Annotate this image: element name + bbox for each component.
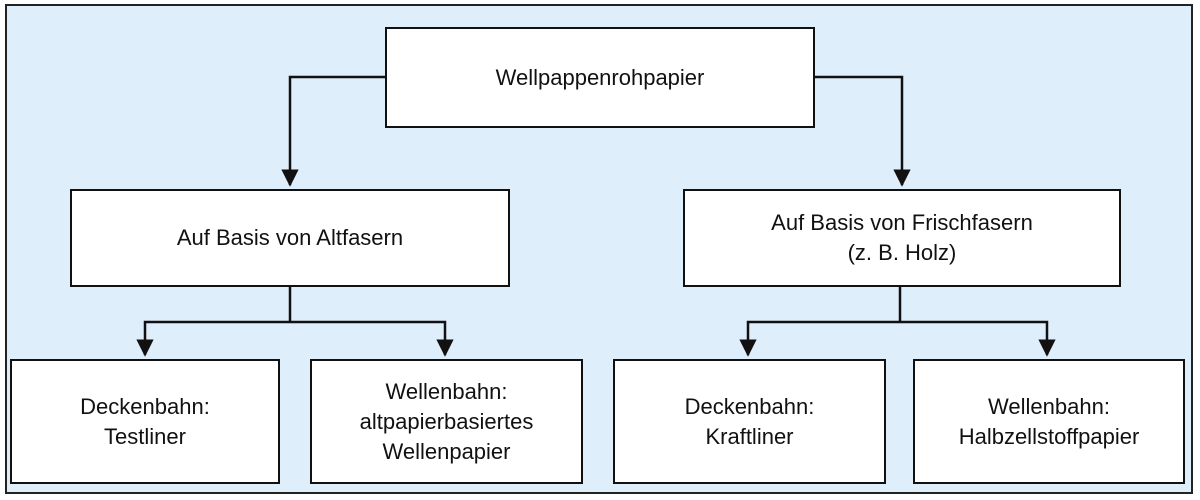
node-left-child-2-line-3: Wellenpapier bbox=[382, 438, 511, 464]
node-left-branch: Auf Basis von Altfasern bbox=[70, 189, 510, 287]
connector-root-right bbox=[815, 75, 911, 187]
node-right-child-1-line-1: Deckenbahn: bbox=[684, 393, 815, 419]
connector-right-child-1 bbox=[739, 320, 900, 357]
node-right-child-1: Deckenbahn: Kraftliner bbox=[613, 359, 886, 484]
node-left-child-2: Wellenbahn: altpapierbasiertes Wellenpap… bbox=[310, 359, 583, 484]
connector-left-child-2 bbox=[290, 320, 454, 357]
node-right-branch-line-1: Auf Basis von Frischfasern bbox=[771, 210, 1033, 235]
connector-right-child-2 bbox=[900, 320, 1056, 357]
node-right-child-2-line-1: Wellenbahn: bbox=[988, 393, 1110, 419]
node-root-label: Wellpappenrohpapier bbox=[495, 64, 705, 90]
connector-root-left bbox=[281, 75, 385, 187]
node-right-child-2-line-2: Halbzellstoffpapier bbox=[958, 423, 1140, 449]
node-left-child-2-line-1: Wellenbahn: bbox=[385, 378, 508, 404]
node-left-child-1: Deckenbahn: Testliner bbox=[10, 359, 280, 484]
connector-left-child-1 bbox=[136, 320, 290, 357]
node-left-child-2-line-2: altpapierbasiertes bbox=[359, 408, 534, 434]
node-right-branch-line-2: (z. B. Holz) bbox=[847, 240, 957, 265]
node-left-child-1-line-1: Deckenbahn: bbox=[80, 393, 210, 419]
node-left-branch-label: Auf Basis von Altfasern bbox=[176, 225, 404, 250]
node-right-branch: Auf Basis von Frischfasern (z. B. Holz) bbox=[683, 189, 1121, 287]
node-right-child-1-line-2: Kraftliner bbox=[705, 423, 794, 449]
node-root: Wellpappenrohpapier bbox=[385, 27, 815, 128]
node-left-child-1-line-2: Testliner bbox=[104, 423, 186, 449]
node-right-child-2: Wellenbahn: Halbzellstoffpapier bbox=[913, 359, 1185, 484]
